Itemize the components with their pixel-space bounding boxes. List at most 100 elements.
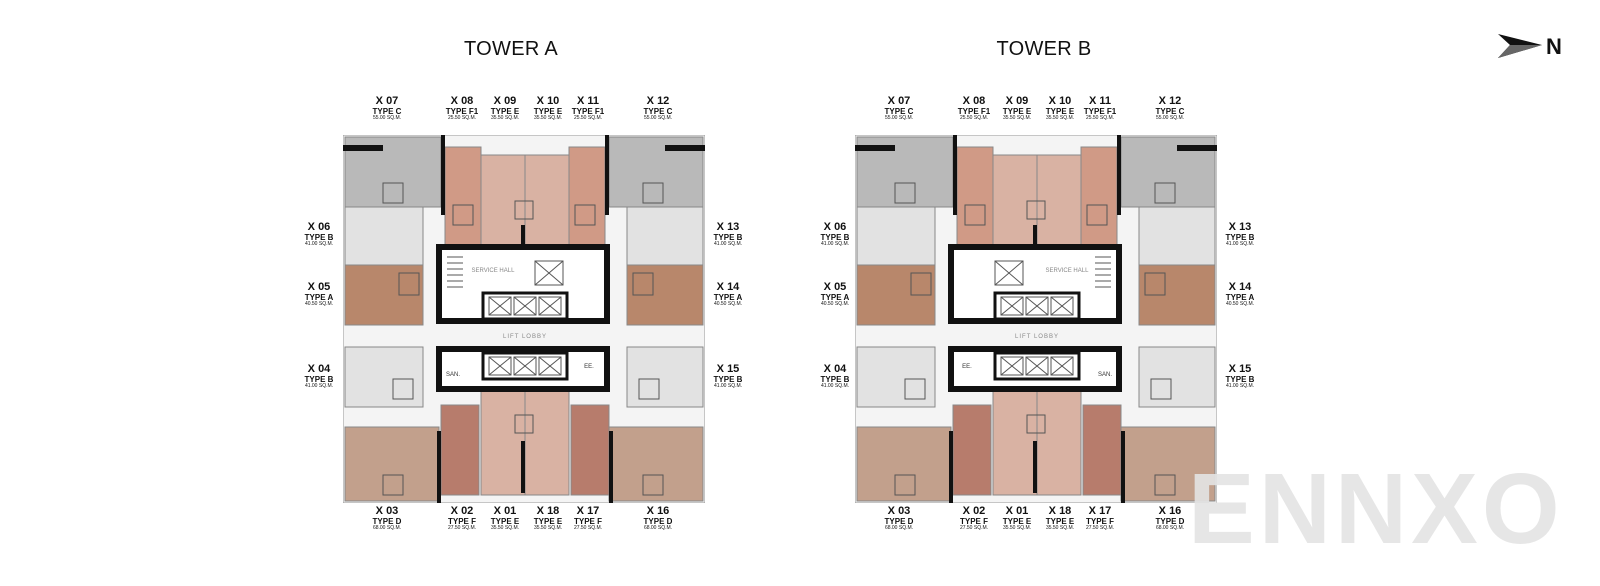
- unit-type: TYPE B: [820, 232, 850, 242]
- unit-type: TYPE E: [1045, 516, 1075, 526]
- unit-area: 41.00 SQ.M.: [1225, 382, 1255, 389]
- north-label: N: [1546, 34, 1562, 59]
- unit-x17[interactable]: [1082, 404, 1122, 496]
- unit-code: X 09: [1005, 95, 1029, 107]
- unit-area: 35.50 SQ.M.: [490, 114, 520, 121]
- unit-type: TYPE C: [643, 106, 673, 116]
- unit-x06[interactable]: [856, 206, 936, 266]
- unit-x16[interactable]: [1120, 426, 1216, 502]
- unit-area: 25.50 SQ.M.: [959, 114, 989, 121]
- unit-x11[interactable]: [1080, 146, 1118, 250]
- unit-x09[interactable]: [992, 154, 1038, 250]
- unit-x08[interactable]: [444, 146, 482, 250]
- unit-area: 68.00 SQ.M.: [1155, 524, 1185, 531]
- unit-type: TYPE F: [959, 516, 988, 526]
- unit-area: 40.50 SQ.M.: [820, 300, 850, 307]
- unit-type: TYPE B: [304, 374, 334, 384]
- unit-x02[interactable]: [440, 404, 480, 496]
- north-arrow-icon: [1498, 34, 1542, 58]
- unit-type: TYPE F1: [571, 106, 605, 116]
- unit-area: 35.50 SQ.M.: [1045, 524, 1075, 531]
- unit-type: TYPE B: [1225, 232, 1255, 242]
- unit-type: TYPE F1: [957, 106, 991, 116]
- unit-type: TYPE D: [643, 516, 673, 526]
- unit-area: 55.00 SQ.M.: [1155, 114, 1185, 121]
- unit-x13[interactable]: [626, 206, 704, 266]
- unit-code: X 14: [1228, 281, 1252, 293]
- unit-x18[interactable]: [1036, 388, 1082, 496]
- unit-type: TYPE B: [1225, 374, 1255, 384]
- unit-x11[interactable]: [568, 146, 606, 250]
- unit-type: TYPE B: [820, 374, 850, 384]
- unit-type: TYPE A: [1225, 292, 1255, 302]
- unit-code: X 08: [450, 95, 474, 107]
- unit-type: TYPE C: [372, 106, 402, 116]
- unit-x10[interactable]: [524, 154, 570, 250]
- unit-area: 40.50 SQ.M.: [713, 300, 743, 307]
- unit-code: X 07: [375, 95, 399, 107]
- unit-code: X 07: [887, 95, 911, 107]
- unit-area: 35.50 SQ.M.: [490, 524, 520, 531]
- unit-code: X 18: [1048, 505, 1072, 517]
- unit-area: 41.00 SQ.M.: [1225, 240, 1255, 247]
- lift-lobby-label: LIFT LOBBY: [1015, 334, 1059, 340]
- unit-x15[interactable]: [626, 346, 704, 408]
- unit-x03[interactable]: [344, 426, 440, 502]
- unit-area: 41.00 SQ.M.: [304, 382, 334, 389]
- unit-code: X 16: [1158, 505, 1182, 517]
- tower-a-floor-plan: SERVICE HALL LIFT LOBBY SAN. EE.: [343, 135, 705, 503]
- unit-code: X 01: [1005, 505, 1029, 517]
- unit-area: 68.00 SQ.M.: [372, 524, 402, 531]
- unit-area: 27.50 SQ.M.: [447, 524, 477, 531]
- unit-code: X 11: [1088, 95, 1112, 107]
- unit-code: X 15: [1228, 363, 1252, 375]
- unit-x18[interactable]: [524, 388, 570, 496]
- unit-type: TYPE E: [490, 106, 520, 116]
- unit-x13[interactable]: [1138, 206, 1216, 266]
- unit-area: 40.50 SQ.M.: [1225, 300, 1255, 307]
- unit-x04[interactable]: [856, 346, 936, 408]
- unit-type: TYPE C: [884, 106, 914, 116]
- unit-code: X 10: [536, 95, 560, 107]
- unit-code: X 13: [1228, 221, 1252, 233]
- unit-code: X 16: [646, 505, 670, 517]
- unit-x01[interactable]: [480, 388, 526, 496]
- unit-x17[interactable]: [570, 404, 610, 496]
- unit-x02[interactable]: [952, 404, 992, 496]
- unit-x08[interactable]: [956, 146, 994, 250]
- unit-x09[interactable]: [480, 154, 526, 250]
- unit-x16[interactable]: [608, 426, 704, 502]
- unit-code: X 02: [962, 505, 986, 517]
- service-hall-label: SERVICE HALL: [1046, 268, 1090, 274]
- unit-type: TYPE F1: [445, 106, 479, 116]
- unit-code: X 15: [716, 363, 740, 375]
- unit-type: TYPE A: [820, 292, 850, 302]
- unit-x15[interactable]: [1138, 346, 1216, 408]
- unit-x06[interactable]: [344, 206, 424, 266]
- unit-x10[interactable]: [1036, 154, 1082, 250]
- unit-x03[interactable]: [856, 426, 952, 502]
- unit-code: X 06: [307, 221, 331, 233]
- unit-area: 68.00 SQ.M.: [643, 524, 673, 531]
- unit-x01[interactable]: [992, 388, 1038, 496]
- unit-x04[interactable]: [344, 346, 424, 408]
- unit-area: 25.50 SQ.M.: [447, 114, 477, 121]
- unit-type: TYPE D: [372, 516, 402, 526]
